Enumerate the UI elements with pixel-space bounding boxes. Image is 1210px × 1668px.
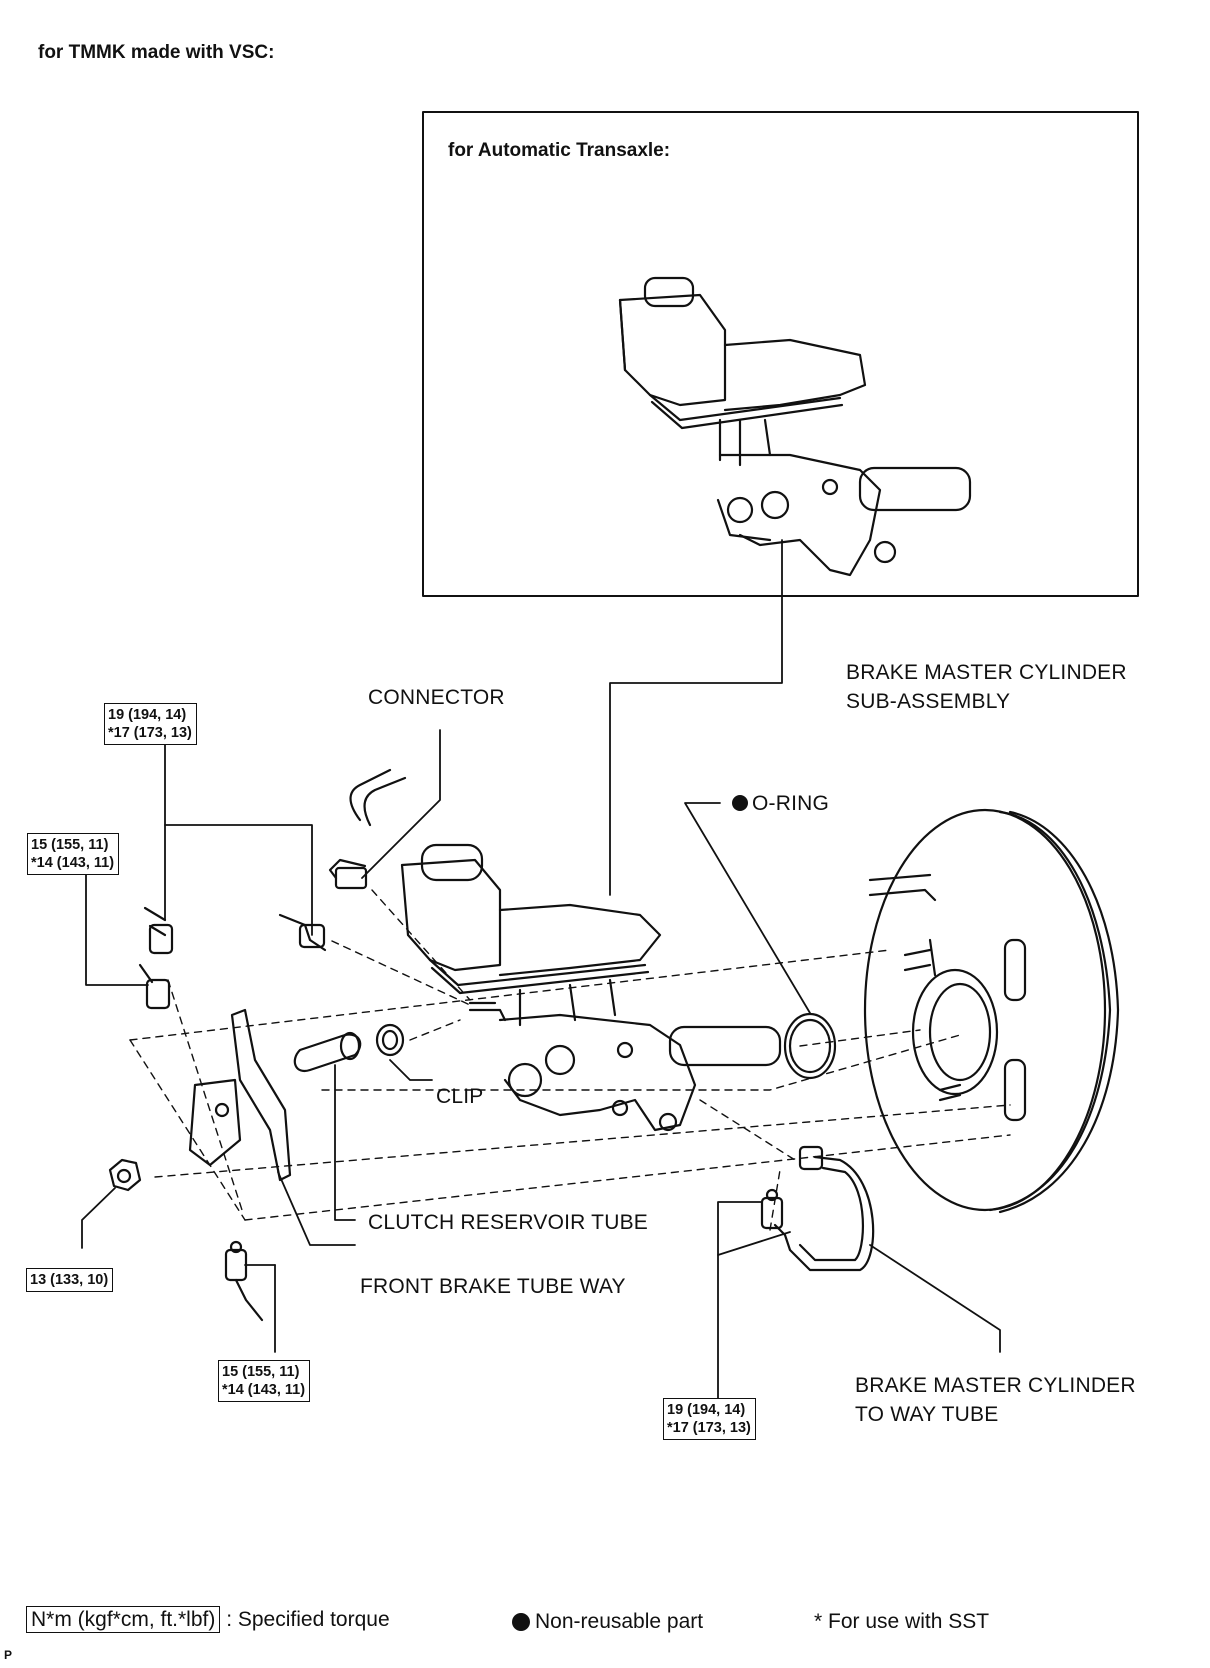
inset-master-cylinder: [618, 276, 972, 577]
legend-torque-text: : Specified torque: [226, 1608, 390, 1631]
label-way-tube-1: BRAKE MASTER CYLINDER: [855, 1374, 1136, 1397]
torque-value-sst: *17 (173, 13): [667, 1420, 751, 1436]
footer-mark: P: [4, 1648, 13, 1662]
tube-fittings: [138, 906, 875, 1322]
connector-part: [328, 768, 407, 890]
torque-value: 13 (133, 10): [30, 1272, 109, 1288]
label-connector: CONNECTOR: [368, 686, 505, 709]
torque-value: 19 (194, 14): [667, 1402, 746, 1418]
torque-value: 15 (155, 11): [222, 1364, 300, 1380]
label-front-brake-tube-way: FRONT BRAKE TUBE WAY: [360, 1275, 626, 1298]
main-master-cylinder: [400, 843, 782, 1132]
label-way-tube-2: TO WAY TUBE: [855, 1403, 999, 1426]
o-ring-part: [783, 1012, 837, 1080]
torque-box-upper-left-1: 19 (194, 14) *17 (173, 13): [104, 703, 197, 745]
legend-torque: N*m (kgf*cm, ft.*lbf) : Specified torque: [26, 1606, 390, 1633]
torque-value: 15 (155, 11): [31, 837, 109, 853]
torque-box-upper-left-2: 15 (155, 11) *14 (143, 11): [27, 833, 120, 875]
inset-frame: [422, 111, 1139, 597]
nut-part: [108, 1158, 142, 1192]
inset-title: for Automatic Transaxle:: [448, 140, 671, 161]
label-clip: CLIP: [436, 1085, 484, 1108]
clutch-tube-part: [293, 1031, 362, 1073]
torque-box-nut: 13 (133, 10): [26, 1268, 114, 1292]
legend-sst: * For use with SST: [814, 1610, 990, 1633]
torque-box-lower-right: 19 (194, 14) *17 (173, 13): [663, 1398, 756, 1440]
o-ring-bullet: [732, 795, 748, 811]
legend-nonreusable: Non-reusable part: [535, 1610, 704, 1633]
label-master-cylinder-1: BRAKE MASTER CYLINDER: [846, 661, 1127, 684]
page-title: for TMMK made with VSC:: [38, 42, 275, 63]
torque-value-sst: *17 (173, 13): [108, 725, 192, 741]
torque-value-sst: *14 (143, 11): [222, 1382, 306, 1398]
clip-part: [375, 1023, 405, 1057]
label-clutch-tube: CLUTCH RESERVOIR TUBE: [368, 1211, 648, 1234]
label-master-cylinder-2: SUB-ASSEMBLY: [846, 690, 1011, 713]
torque-value-sst: *14 (143, 11): [31, 855, 115, 871]
torque-value: 19 (194, 14): [108, 707, 187, 723]
legend-torque-unit: N*m (kgf*cm, ft.*lbf): [26, 1606, 221, 1633]
label-o-ring: O-RING: [752, 792, 830, 815]
legend-bullet: [512, 1613, 530, 1631]
torque-box-lower-left: 15 (155, 11) *14 (143, 11): [218, 1360, 311, 1402]
brake-booster: [863, 808, 1120, 1214]
